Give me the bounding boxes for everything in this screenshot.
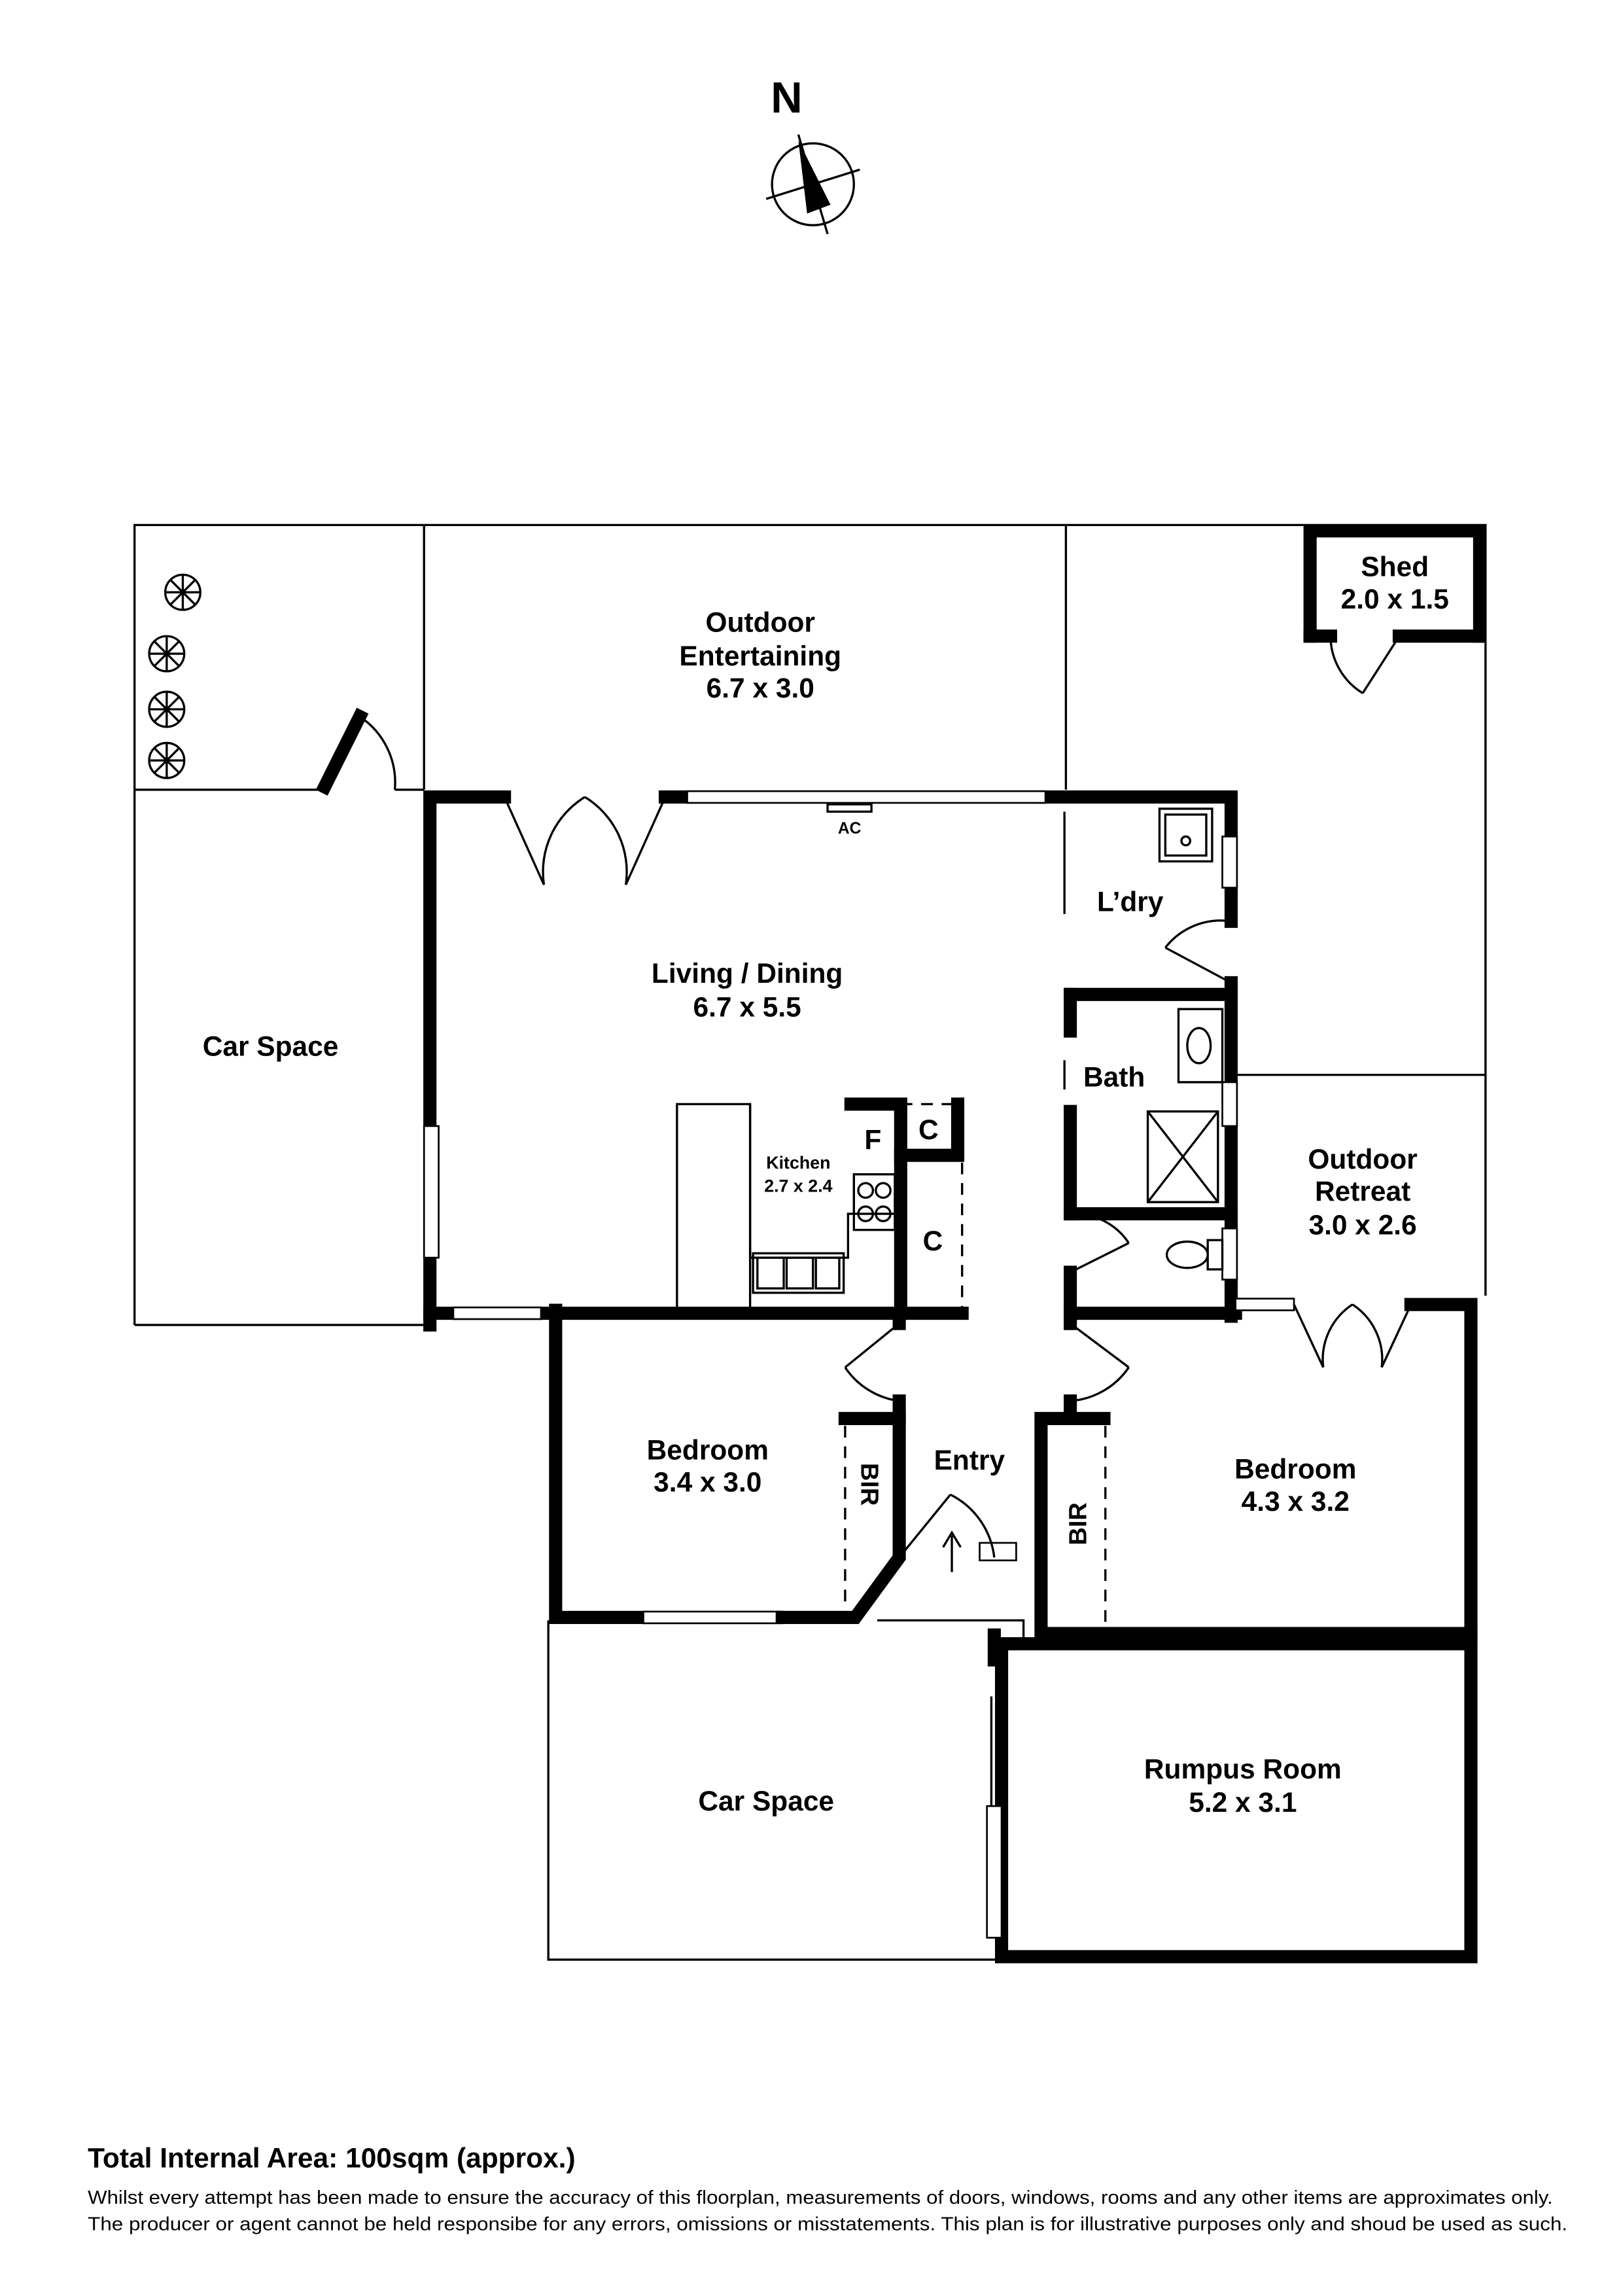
entry-window <box>979 1542 1017 1562</box>
bedroom-window <box>642 1610 784 1625</box>
outdoor-retreat-label-2: Retreat <box>1315 1176 1410 1207</box>
room-labels: Outdoor Entertaining 6.7 x 3.0 Shed 2.0 … <box>203 552 1449 1818</box>
rumpus-window <box>986 1805 1003 1939</box>
house-walls <box>423 790 1478 1964</box>
living-french-doors <box>503 796 667 885</box>
toilet-icon <box>1165 1239 1224 1271</box>
disclaimer-line-2: The producer or agent cannot be held res… <box>88 2214 1567 2234</box>
entry-door <box>898 1493 996 1559</box>
ac-unit <box>826 803 873 813</box>
gate-door <box>315 707 396 796</box>
kitchen-label: Kitchen <box>766 1153 830 1173</box>
retreat-french-doors <box>1293 1303 1412 1368</box>
tree-icons <box>148 573 201 779</box>
compass-label: N <box>771 73 802 122</box>
kitchen-size: 2.7 x 2.4 <box>764 1176 832 1196</box>
north-arrow-icon: N <box>765 73 860 235</box>
laundry-window <box>1221 836 1238 889</box>
cupboard-label: C <box>923 1226 943 1256</box>
bath-label: Bath <box>1083 1062 1145 1093</box>
laundry-label: L’dry <box>1097 886 1164 917</box>
entry-label: Entry <box>934 1445 1005 1475</box>
fixtures <box>676 803 1224 1311</box>
outdoor-retreat-size: 3.0 x 2.6 <box>1308 1209 1416 1240</box>
cupboard-label: C <box>918 1114 939 1145</box>
fridge-label: F <box>864 1125 881 1156</box>
outdoor-entertaining-size: 6.7 x 3.0 <box>707 673 814 703</box>
tree-icon <box>148 635 186 673</box>
rumpus-size: 5.2 x 3.1 <box>1189 1787 1297 1818</box>
tree-icon <box>148 690 186 728</box>
bedroom-left-size: 3.4 x 3.0 <box>654 1467 761 1498</box>
shed-walls <box>1303 524 1486 694</box>
outdoor-entertaining-label-2: Entertaining <box>679 641 841 671</box>
laundry-door <box>1164 919 1232 984</box>
bedroom-right-door <box>1070 1322 1130 1402</box>
outdoor-retreat-label: Outdoor <box>1308 1144 1417 1174</box>
rumpus-label: Rumpus Room <box>1144 1754 1342 1784</box>
outdoor-entertaining-label: Outdoor <box>706 607 815 638</box>
total-area: Total Internal Area: 100sqm (approx.) <box>88 2142 575 2173</box>
sink-icon <box>752 1252 845 1294</box>
bedroom-right-size: 4.3 x 3.2 <box>1242 1486 1350 1517</box>
bir-right-label: BIR <box>1065 1502 1092 1545</box>
toilet-door <box>1070 1212 1130 1273</box>
shed-size: 2.0 x 1.5 <box>1341 584 1449 614</box>
toilet-window <box>1221 1227 1238 1280</box>
shed-label: Shed <box>1361 552 1429 582</box>
basin-icon <box>1177 1008 1224 1084</box>
living-bottom-window <box>452 1306 542 1320</box>
bedroom-left-label: Bedroom <box>647 1435 769 1466</box>
ac-label: AC <box>838 820 862 838</box>
car-space-bottom-label: Car Space <box>698 1786 834 1816</box>
living-window <box>686 790 1047 804</box>
cooktop-icon <box>852 1173 896 1231</box>
living-dining-size: 6.7 x 5.5 <box>693 991 801 1022</box>
site-boundaries <box>133 523 1487 1961</box>
shower-icon <box>1146 1110 1219 1203</box>
living-dining-label: Living / Dining <box>652 958 843 989</box>
entry-arrow-icon <box>942 1530 962 1572</box>
doors <box>503 796 1412 1572</box>
footer: Total Internal Area: 100sqm (approx.) Wh… <box>88 2142 1567 2234</box>
laundry-tub-icon <box>1158 807 1213 863</box>
tree-icon <box>164 573 201 611</box>
living-side-window <box>423 1125 440 1259</box>
tree-icon <box>148 741 186 779</box>
bath-window <box>1221 1081 1238 1127</box>
kitchen-bench <box>676 1103 752 1311</box>
bedroom-right-label: Bedroom <box>1234 1454 1356 1485</box>
bedroom-left-door <box>844 1322 900 1402</box>
retreat-window <box>1234 1298 1295 1311</box>
car-space-left-label: Car Space <box>203 1031 339 1062</box>
disclaimer-line-1: Whilst every attempt has been made to en… <box>88 2187 1553 2208</box>
bir-left-label: BIR <box>855 1463 882 1506</box>
